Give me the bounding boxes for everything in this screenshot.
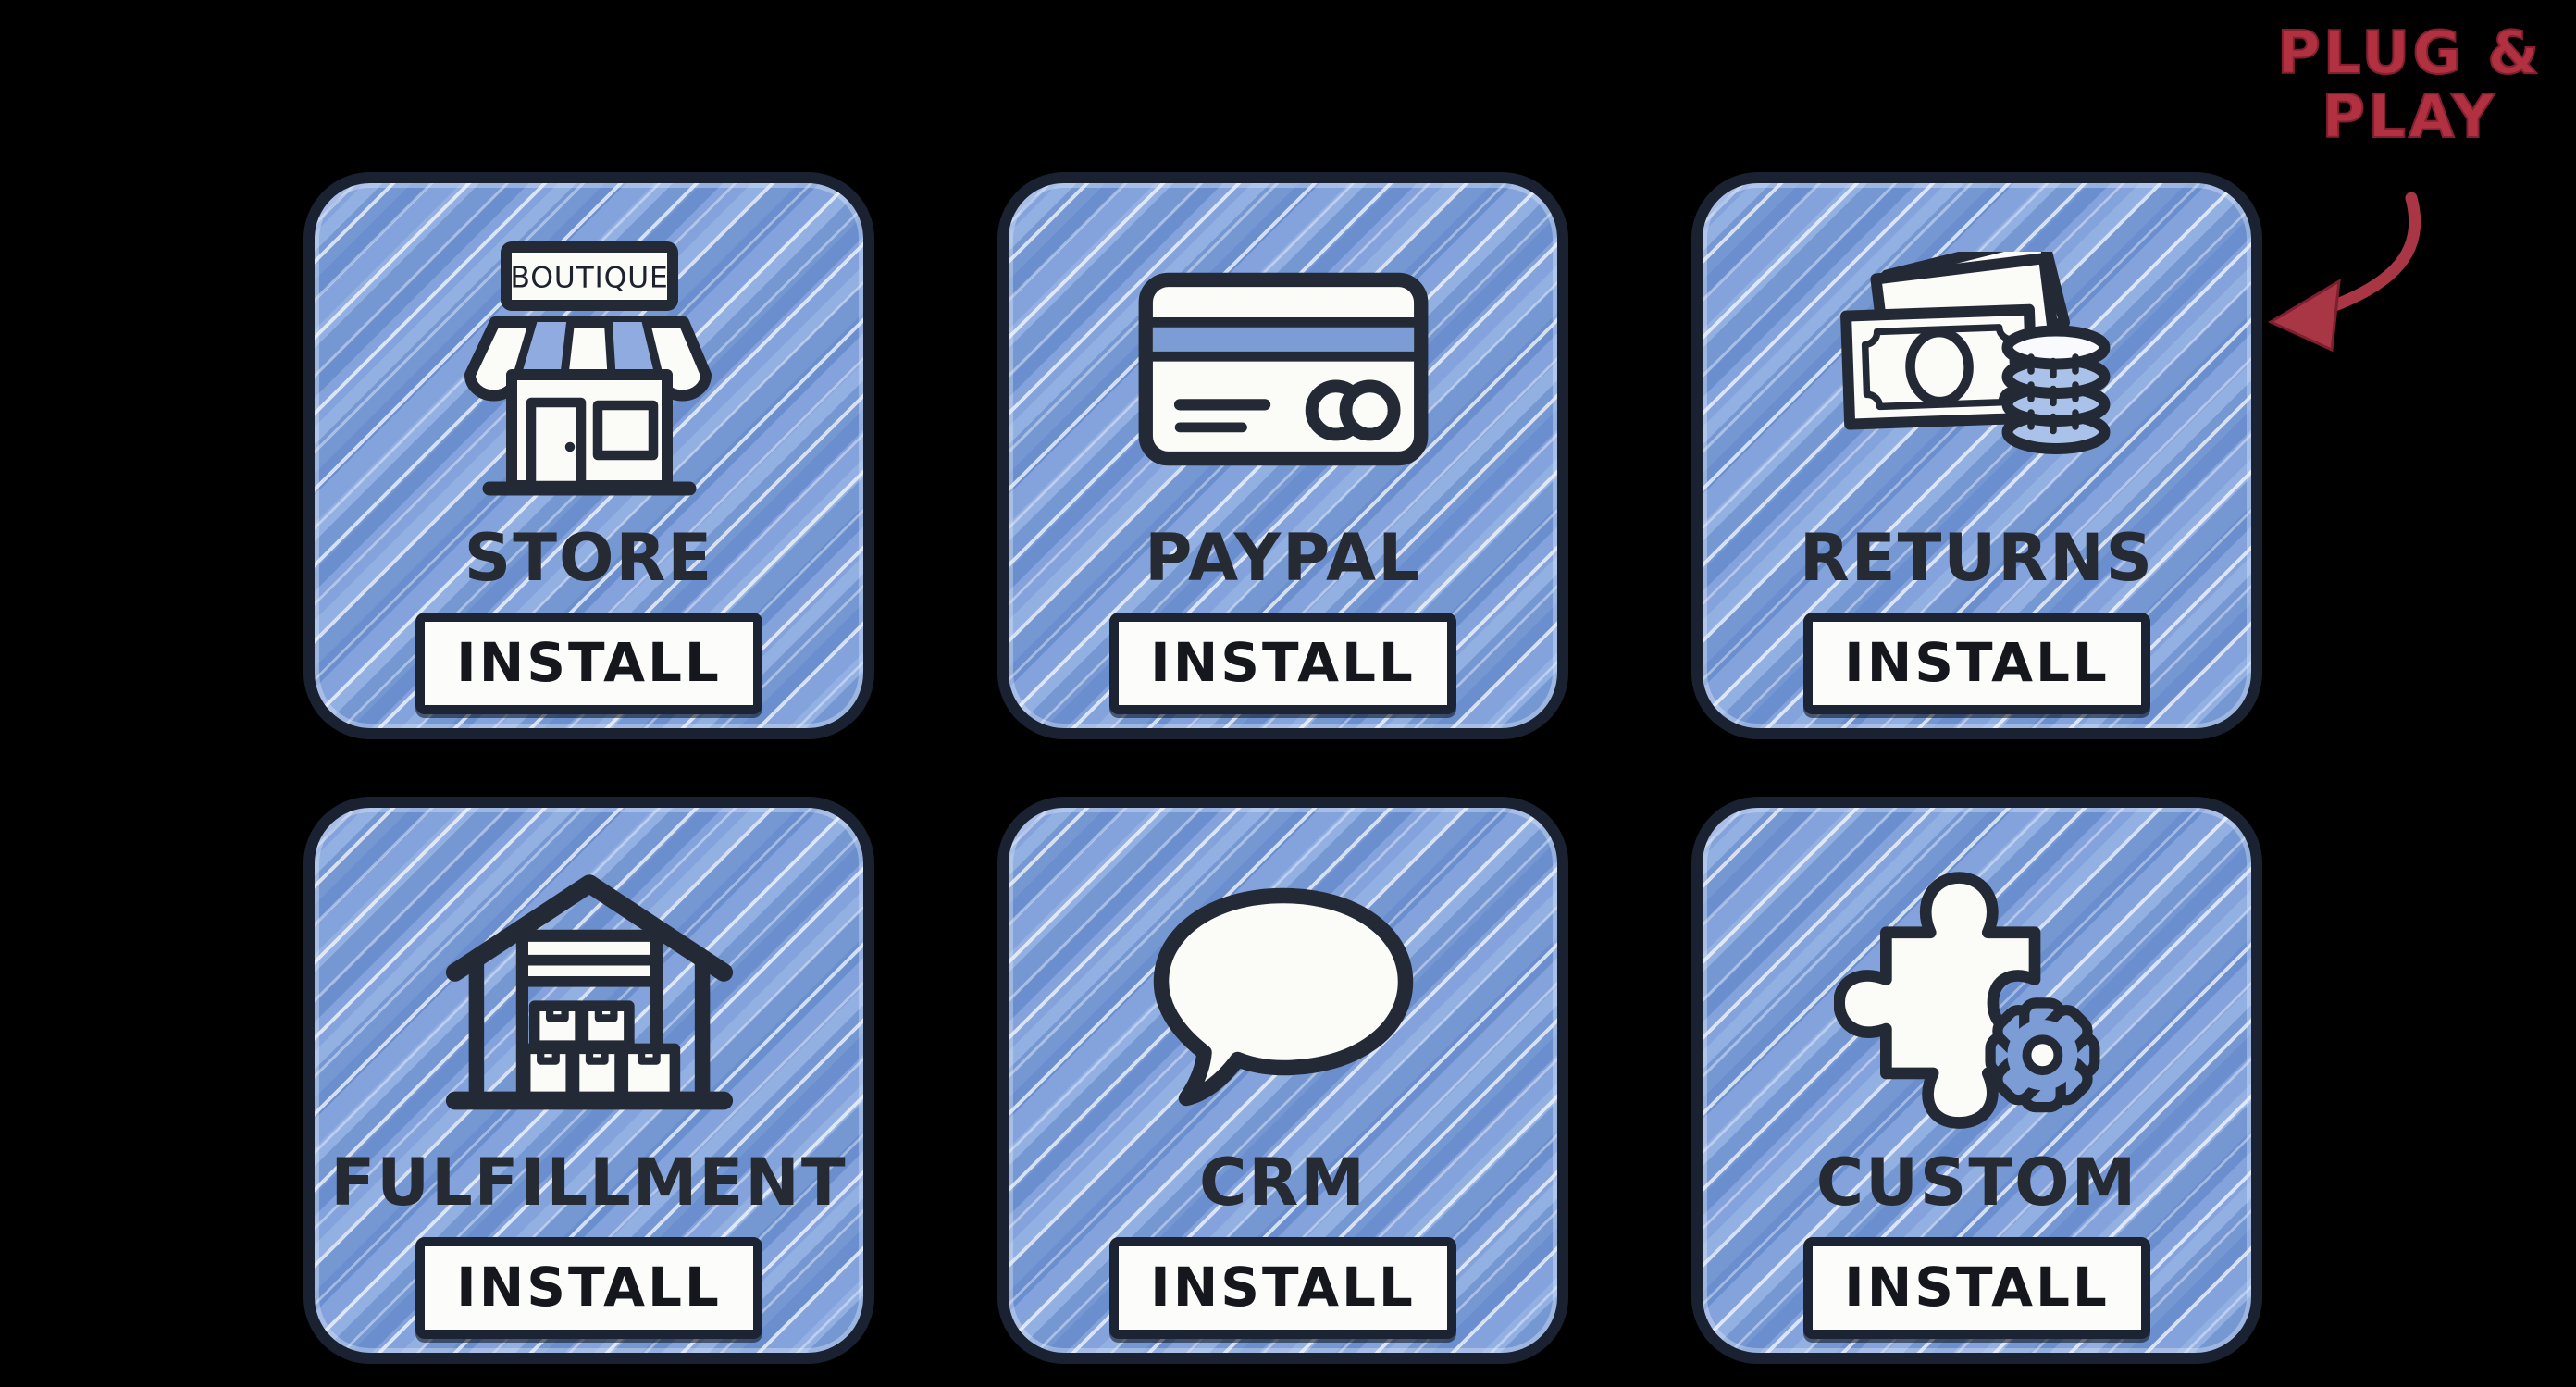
puzzle-gear-icon bbox=[1833, 845, 2121, 1143]
app-tiles-grid: BOUTIQUE STORE INSTALL bbox=[303, 172, 2262, 1364]
app-tile-fulfillment[interactable]: FULFILLMENT INSTALL bbox=[303, 797, 874, 1364]
install-button-crm[interactable]: INSTALL bbox=[1109, 1237, 1456, 1339]
credit-card-icon bbox=[1134, 220, 1432, 518]
install-button-returns[interactable]: INSTALL bbox=[1803, 613, 2150, 714]
gear-icon bbox=[1984, 997, 2099, 1113]
app-tile-label-paypal: PAYPAL bbox=[1145, 520, 1421, 596]
app-tile-label-store: STORE bbox=[464, 520, 714, 596]
app-tile-store[interactable]: BOUTIQUE STORE INSTALL bbox=[303, 172, 874, 739]
install-button-store[interactable]: INSTALL bbox=[415, 613, 762, 714]
app-tile-label-custom: CUSTOM bbox=[1815, 1145, 2138, 1220]
install-button-fulfillment[interactable]: INSTALL bbox=[415, 1237, 762, 1339]
app-tile-label-fulfillment: FULFILLMENT bbox=[330, 1145, 848, 1220]
install-button-custom[interactable]: INSTALL bbox=[1803, 1237, 2150, 1339]
app-tile-custom[interactable]: CUSTOM INSTALL bbox=[1691, 797, 2262, 1364]
speech-bubble-icon bbox=[1145, 845, 1422, 1143]
money-bills-coins-icon bbox=[1831, 220, 2123, 518]
app-tile-returns[interactable]: RETURNS INSTALL bbox=[1691, 172, 2262, 739]
plug-and-play-line1: PLUG & bbox=[2276, 19, 2542, 88]
app-tile-label-returns: RETURNS bbox=[1799, 520, 2155, 596]
warehouse-boxes-icon bbox=[437, 845, 742, 1143]
app-tile-label-crm: CRM bbox=[1199, 1145, 1367, 1220]
plug-and-play-line2: PLAY bbox=[2321, 83, 2497, 153]
storefront-icon: BOUTIQUE bbox=[451, 220, 728, 518]
install-button-paypal[interactable]: INSTALL bbox=[1109, 613, 1456, 714]
curved-arrow-down-left-icon bbox=[2267, 192, 2421, 352]
plug-and-play-note: PLUG & PLAY bbox=[2256, 19, 2563, 153]
app-tile-paypal[interactable]: PAYPAL INSTALL bbox=[997, 172, 1568, 739]
storefront-sign-text: BOUTIQUE bbox=[510, 262, 668, 295]
app-tile-crm[interactable]: CRM INSTALL bbox=[997, 797, 1568, 1364]
